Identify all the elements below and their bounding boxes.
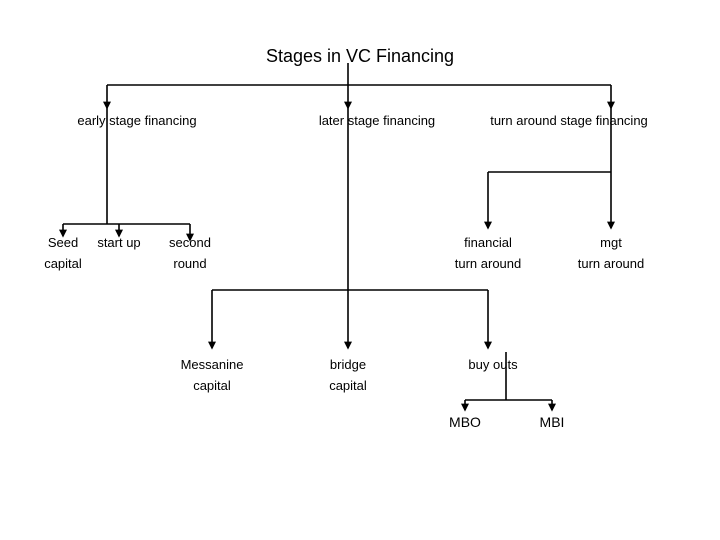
node-label-line2: turn around [454, 256, 522, 271]
node-label: start up [97, 235, 141, 250]
node-mgt-turn-around[interactable]: mgt turn around [551, 232, 671, 274]
node-label-line1: financial [464, 235, 512, 250]
node-financial-turn-around[interactable]: financial turn around [428, 232, 548, 274]
node-mbi[interactable]: MBI [502, 412, 602, 433]
node-messanine-capital[interactable]: Messanine capital [152, 354, 272, 396]
node-label: buy outs [468, 357, 518, 372]
node-label-line1: Messanine [180, 357, 244, 372]
node-label-line2: capital [44, 256, 82, 271]
node-second-round[interactable]: second round [140, 232, 240, 274]
node-label-line2: turn around [577, 256, 645, 271]
node-label-line1: mgt [600, 235, 622, 250]
node-label: MBI [539, 414, 565, 430]
node-label: later stage financing [318, 113, 436, 128]
node-start-up[interactable]: start up [69, 232, 169, 253]
node-turn-around-stage-financing[interactable]: turn around stage financing [449, 110, 689, 131]
node-bridge-capital[interactable]: bridge capital [298, 354, 398, 396]
node-early-stage-financing[interactable]: early stage financing [37, 110, 237, 131]
node-label-line2: round [173, 256, 207, 271]
node-seed-capital[interactable]: Seed capital [13, 232, 113, 274]
node-buy-outs[interactable]: buy outs [443, 354, 543, 375]
node-label: turn around stage financing [490, 113, 648, 128]
node-label-line2: capital [329, 378, 367, 393]
node-mbo[interactable]: MBO [415, 412, 515, 433]
node-label: MBO [449, 414, 481, 430]
node-label-line1: bridge [329, 357, 367, 372]
page-title: Stages in VC Financing [265, 46, 455, 66]
node-label-line1: second [169, 235, 211, 250]
node-later-stage-financing[interactable]: later stage financing [277, 110, 477, 131]
node-label-line1: Seed [47, 235, 79, 250]
node-label: early stage financing [77, 113, 197, 128]
node-label-line2: capital [193, 378, 231, 393]
